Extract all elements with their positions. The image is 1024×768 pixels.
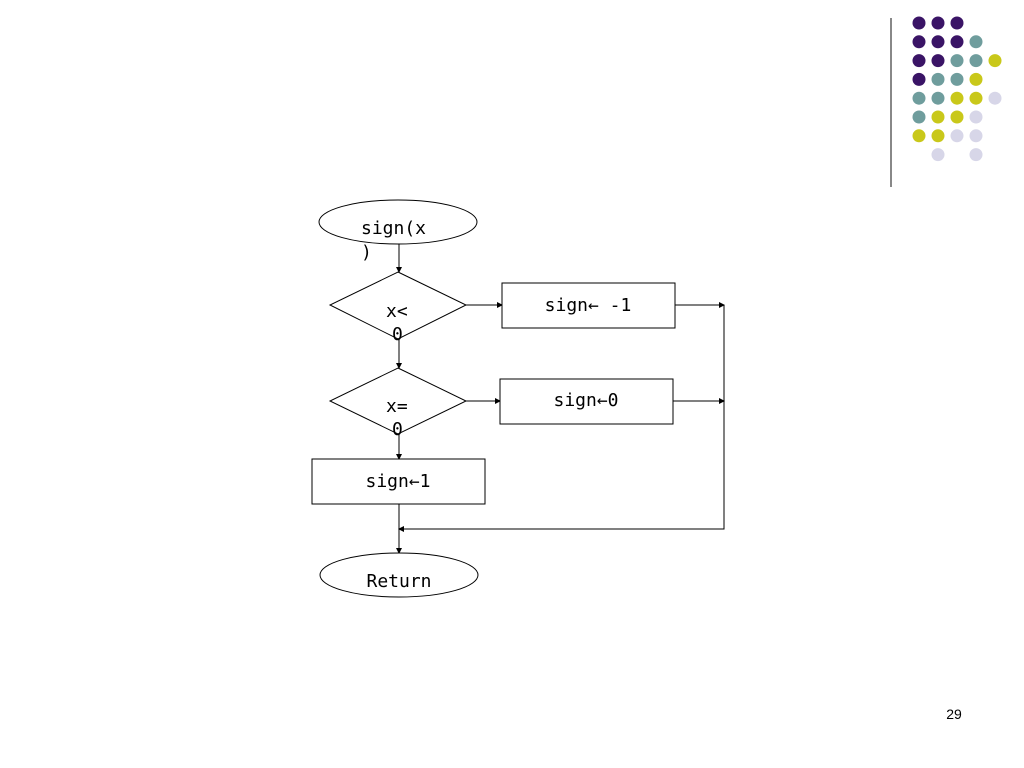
decorative-dot [931,54,945,68]
assign-negative-label: sign← -1 [545,295,632,316]
decorative-dot [931,110,945,124]
flowchart-process-assign-negative: sign← -1 [501,282,676,329]
decorative-dot [912,72,926,86]
decision-diamond-zero [328,367,468,435]
connector-merge-to-end [398,305,725,532]
decorative-dot [931,148,945,162]
decorative-dot [950,54,964,68]
decorative-dot [969,72,983,86]
decision-diamond-negative [328,271,468,340]
decorative-dot [969,110,983,124]
decorative-dot-grid [912,16,1002,162]
flowchart-start-terminal: sign(x ) [318,199,478,263]
process-box-assign-positive [311,458,486,505]
start-label-line2: ) [361,242,372,263]
process-box-assign-negative [501,282,676,329]
decorative-dot [950,110,964,124]
decorative-dot [931,91,945,105]
flowchart-decision-negative: x< 0 [328,271,468,345]
decorative-dot [912,91,926,105]
decorative-dot [988,54,1002,68]
page-number: 29 [946,706,962,722]
decorative-dot [950,91,964,105]
decorative-dot [931,16,945,30]
decorative-dot [969,35,983,49]
decision-negative-line2: 0 [392,324,403,345]
decorative-dot [969,91,983,105]
decorative-dot [969,54,983,68]
decorative-dot [912,110,926,124]
start-label-line1: sign(x [361,218,426,239]
decision-negative-line1: x< [386,301,408,322]
decorative-dot [950,16,964,30]
decorative-dot [931,35,945,49]
decorative-dot [912,35,926,49]
decorative-dot [912,129,926,143]
flowchart-process-assign-positive: sign←1 [311,458,486,505]
decorative-dot [950,35,964,49]
end-ellipse [319,552,479,598]
assign-zero-label: sign←0 [553,390,618,411]
flowchart-decision-zero: x= 0 [328,367,468,440]
decorative-dot [969,148,983,162]
decorative-dot [950,129,964,143]
decorative-dot [969,129,983,143]
flowchart-process-assign-zero: sign←0 [499,378,674,425]
decorative-dot [931,129,945,143]
flowchart-end-terminal: Return [319,552,479,598]
decorative-dot [931,72,945,86]
process-box-assign-zero [499,378,674,425]
end-label: Return [366,571,431,592]
decorative-dot [912,16,926,30]
flowchart-connectors [396,244,725,554]
decorative-dot [912,54,926,68]
assign-positive-label: sign←1 [365,471,430,492]
decorative-dot [950,72,964,86]
decision-zero-line2: 0 [392,419,403,440]
decorative-dot [988,91,1002,105]
start-ellipse [318,199,478,245]
decision-zero-line1: x= [386,396,408,417]
